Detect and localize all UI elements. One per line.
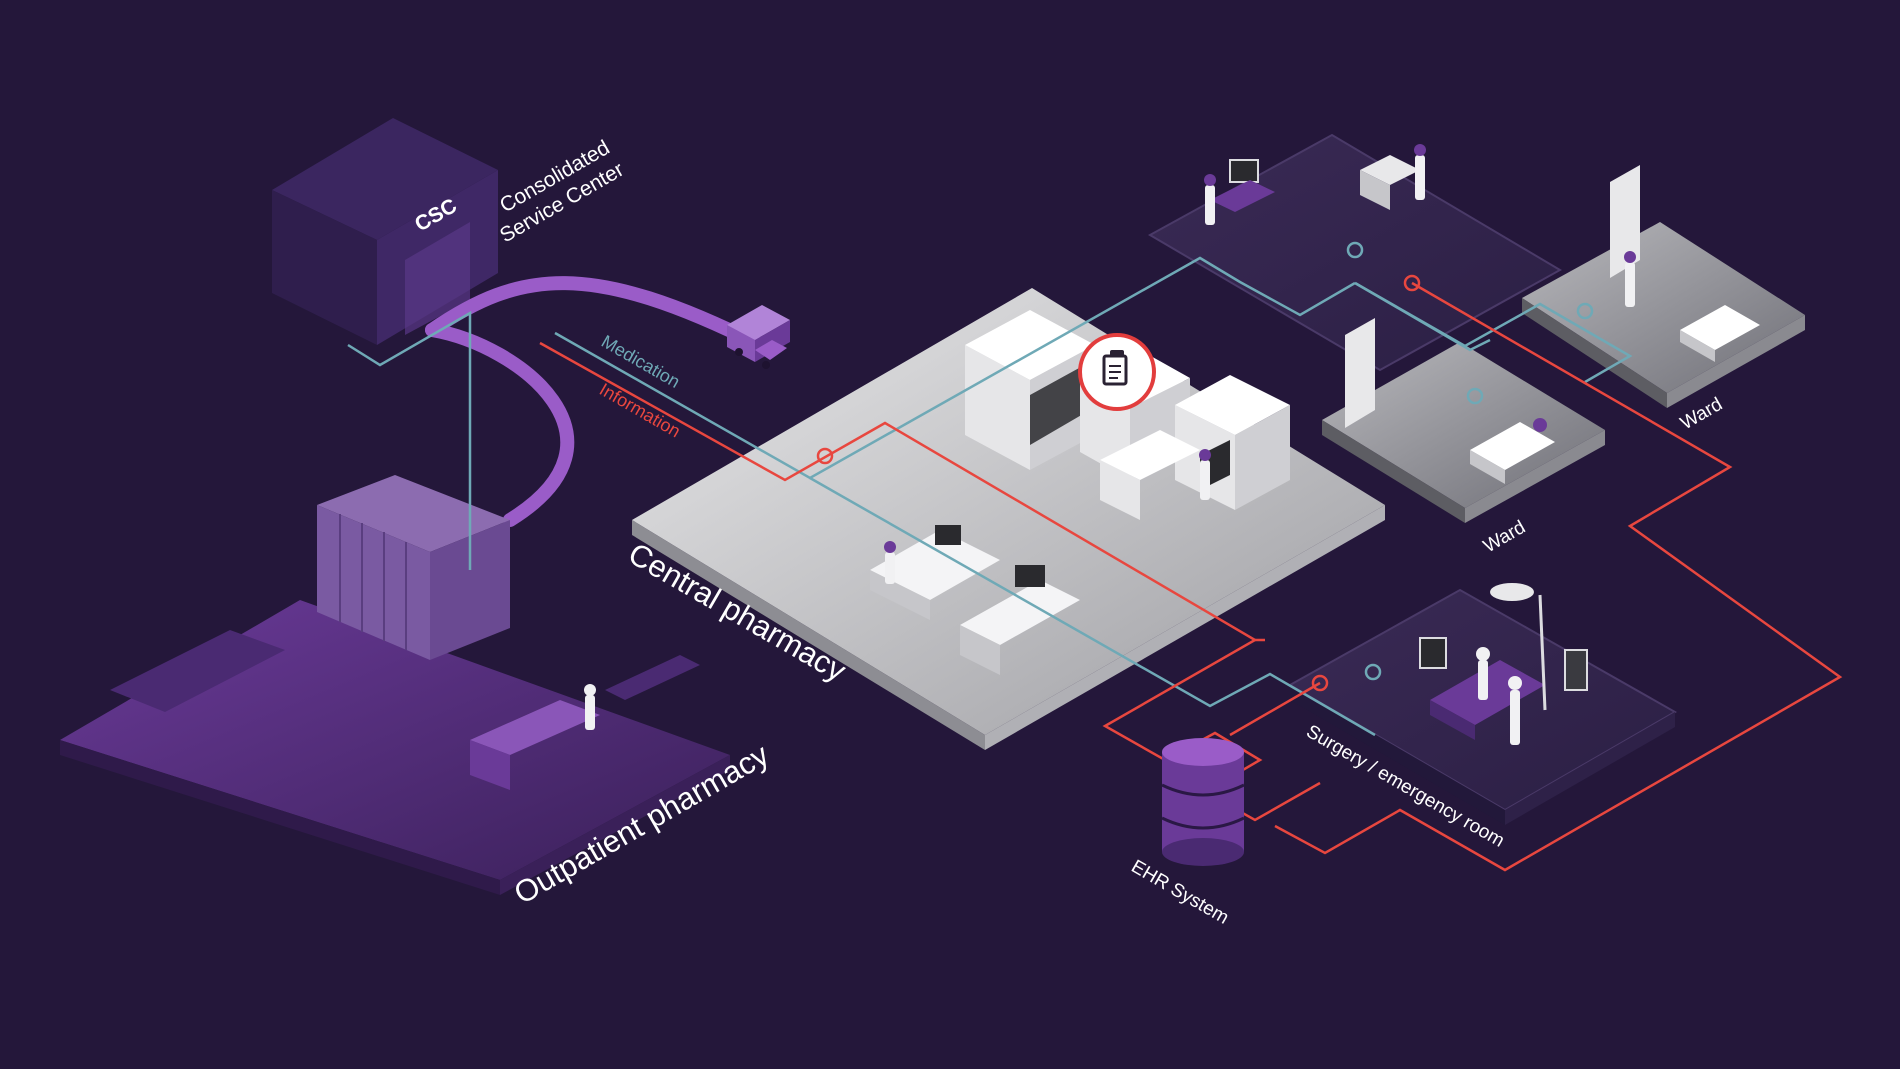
surgery-floor [1287,583,1678,825]
ward-right-label: Ward [1677,394,1726,435]
ward-middle-label: Ward [1480,517,1529,558]
csc-building: CSC [272,118,498,345]
information-nodes [816,274,1421,692]
ward-middle-floor [1322,318,1605,523]
dispensing-robots [965,310,1290,520]
medication-nodes [1346,241,1594,681]
central-pharmacy-floor [632,288,1385,750]
truck-icon [727,305,790,369]
database-icon [1161,738,1245,866]
ward-top-floor [1147,133,1563,372]
outpatient-pharmacy-floor [60,475,730,895]
delivery-route [425,276,767,352]
clipboard-icon [1078,333,1156,411]
ehr-label: EHR System [1128,856,1233,929]
medication-connections [347,256,1633,737]
ward-right-floor [1522,165,1805,408]
delivery-route-branch [425,323,575,527]
